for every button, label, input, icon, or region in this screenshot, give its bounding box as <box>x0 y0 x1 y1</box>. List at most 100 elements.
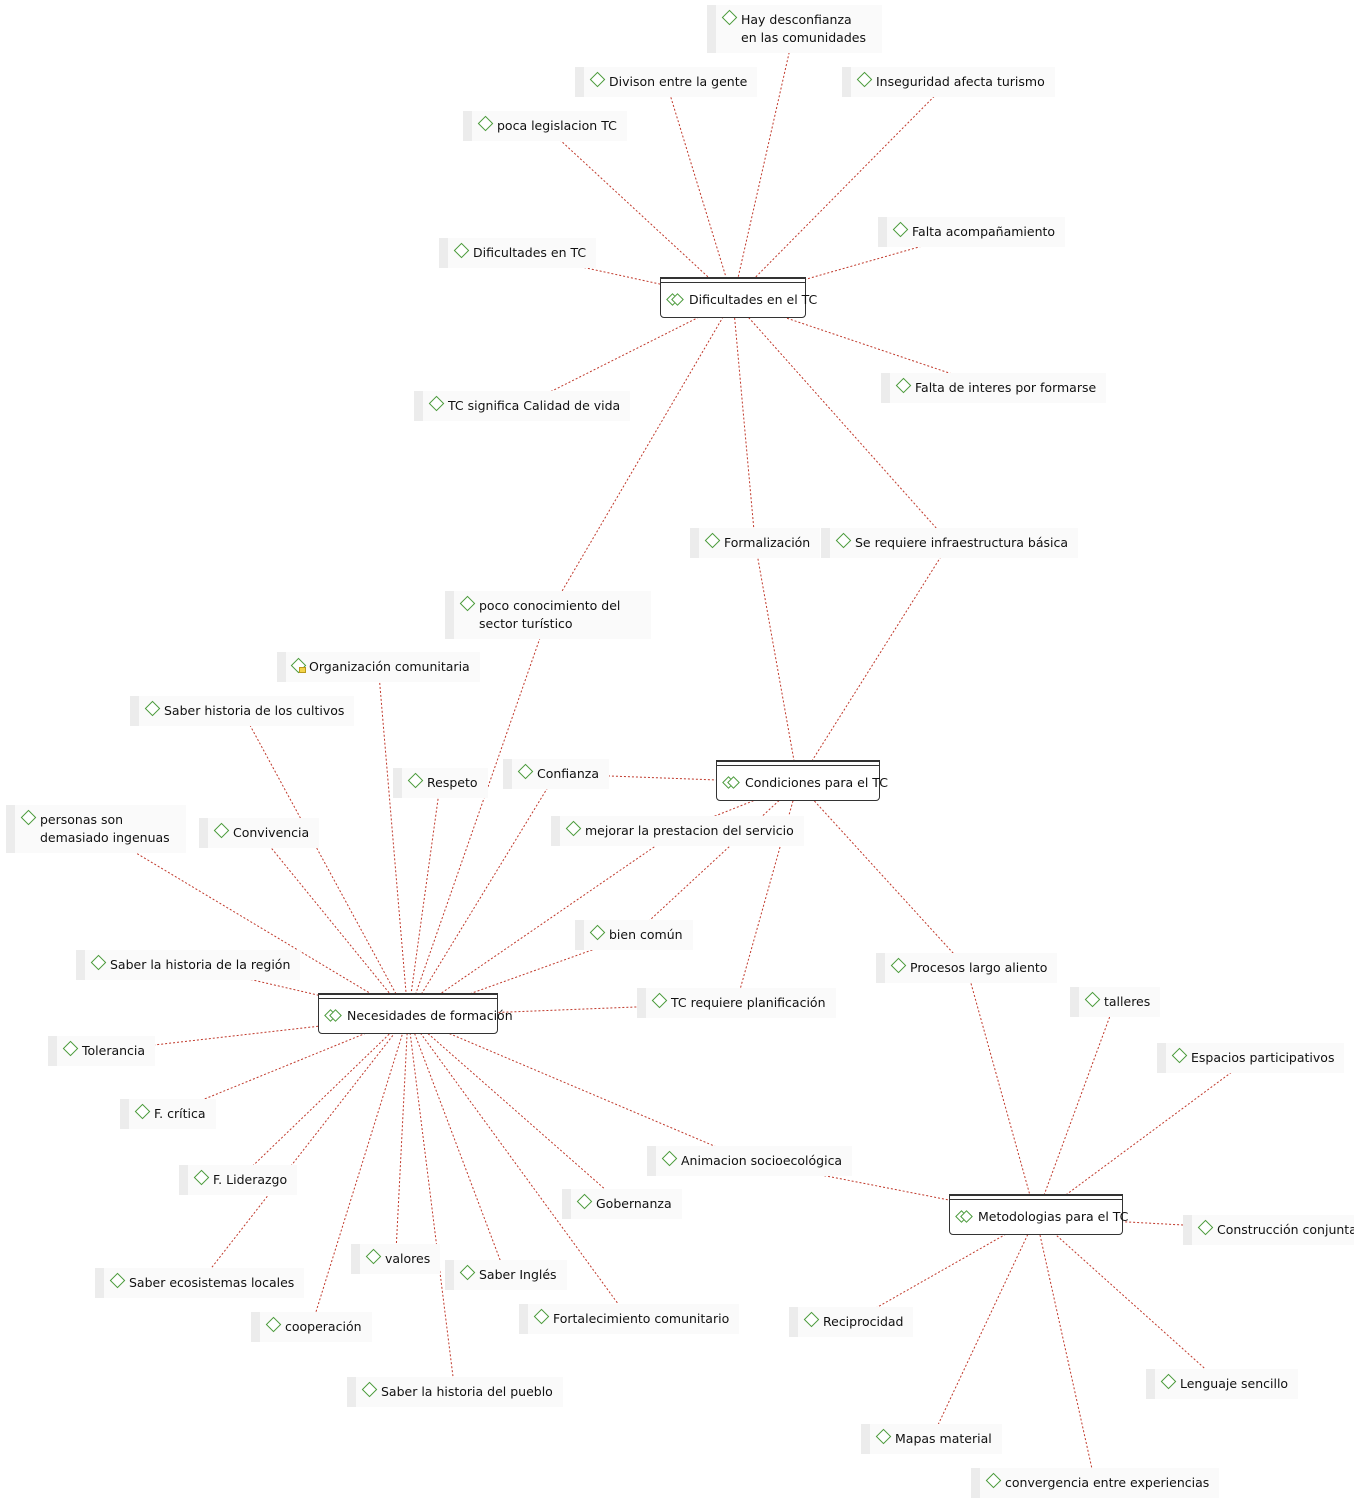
code-node[interactable]: Se requiere infraestructura básica <box>821 528 1079 558</box>
code-node[interactable]: Saber Inglés <box>445 1260 567 1290</box>
code-group-icon <box>722 776 741 789</box>
code-node[interactable]: Construcción conjunta <box>1183 1215 1354 1245</box>
code-node[interactable]: Divison entre la gente <box>575 67 758 97</box>
code-node[interactable]: Lenguaje sencillo <box>1146 1369 1299 1399</box>
code-node[interactable]: Respeto <box>393 768 488 798</box>
code-node[interactable]: Gobernanza <box>562 1189 682 1219</box>
code-node[interactable]: Saber la historia del pueblo <box>347 1377 563 1407</box>
link-line <box>797 782 968 969</box>
code-icon <box>533 1308 550 1325</box>
code-node[interactable]: convergencia entre experiencias <box>971 1468 1220 1498</box>
code-node[interactable]: valores <box>351 1244 441 1274</box>
code-node[interactable]: Convivencia <box>199 818 320 848</box>
code-node[interactable]: Espacios participativos <box>1157 1043 1345 1073</box>
code-node[interactable]: Falta de interes por formarse <box>881 373 1107 403</box>
code-icon <box>90 954 107 971</box>
code-icon <box>459 1264 476 1281</box>
code-icon <box>265 1316 282 1333</box>
link-line <box>407 1015 507 1276</box>
code-node[interactable]: Confianza <box>503 759 609 789</box>
link-line <box>547 299 734 616</box>
hub-dificultades[interactable]: Dificultades en el TC <box>660 282 817 318</box>
code-node[interactable]: mejorar la prestacion del servicio <box>551 816 804 846</box>
code-node[interactable]: Animacion socioecológica <box>647 1146 853 1176</box>
link-line <box>407 830 678 1017</box>
link-line <box>95 828 409 1017</box>
code-icon <box>193 1169 210 1186</box>
code-node[interactable]: TC significa Calidad de vida <box>414 391 631 421</box>
code-icon <box>62 1040 79 1057</box>
code-node[interactable]: TC requiere planificación <box>637 988 836 1018</box>
code-icon <box>803 1311 820 1328</box>
code-node[interactable]: bien común <box>575 920 693 950</box>
code-icon <box>428 395 445 412</box>
hub-label: Metodologias para el TC <box>978 1209 1129 1224</box>
link-line <box>544 125 734 301</box>
code-node[interactable]: poco conocimiento del sector turístico <box>445 591 651 639</box>
link-line <box>199 1015 409 1284</box>
link-line <box>1035 1216 1096 1484</box>
link-line <box>258 832 409 1017</box>
code-group-icon <box>324 1009 343 1022</box>
code-icon <box>835 532 852 549</box>
link-line <box>407 1015 456 1393</box>
code-icon <box>213 822 230 839</box>
link-line <box>732 81 949 301</box>
hub-metodologias[interactable]: Metodologias para el TC <box>949 1199 1128 1235</box>
link-line <box>665 81 734 301</box>
code-node[interactable]: Mapas material <box>861 1424 1002 1454</box>
code-node[interactable]: Procesos largo aliento <box>876 953 1058 983</box>
code-icon <box>589 924 606 941</box>
code-icon <box>477 115 494 132</box>
hub-condiciones[interactable]: Condiciones para el TC <box>716 765 888 801</box>
code-node[interactable]: talleres <box>1070 987 1161 1017</box>
link-line <box>407 782 441 1017</box>
code-node[interactable]: Hay desconfianza en las comunidades <box>707 5 882 53</box>
code-node[interactable]: Tolerancia <box>48 1036 156 1066</box>
link-line <box>1035 1216 1223 1385</box>
code-node[interactable]: Reciprocidad <box>789 1307 914 1337</box>
code-icon <box>134 1103 151 1120</box>
link-line <box>966 967 1037 1218</box>
code-node[interactable]: Inseguridad afecta turismo <box>842 67 1055 97</box>
code-icon <box>895 377 912 394</box>
link-line <box>407 773 557 1017</box>
code-icon <box>661 1150 678 1167</box>
code-icon <box>985 1472 1002 1489</box>
code-node[interactable]: Saber historia de los cultivos <box>130 696 355 726</box>
code-icon <box>517 763 534 780</box>
code-node[interactable]: Falta acompañamiento <box>878 217 1066 247</box>
code-node[interactable]: Organización comunitaria <box>277 652 480 682</box>
code-icon <box>890 957 907 974</box>
code-icon <box>144 700 161 717</box>
code-node[interactable]: Saber ecosistemas locales <box>95 1268 305 1298</box>
link-line <box>377 666 409 1017</box>
link-line <box>1035 1001 1116 1218</box>
link-line <box>754 542 799 784</box>
code-node[interactable]: Saber la historia de la región <box>76 950 301 980</box>
code-icon <box>875 1428 892 1445</box>
code-node[interactable]: cooperación <box>251 1312 372 1342</box>
link-line <box>407 614 549 1017</box>
code-node[interactable]: Dificultades en TC <box>439 238 597 268</box>
code-icon <box>1160 1373 1177 1390</box>
link-line <box>930 1216 1037 1440</box>
code-node[interactable]: personas son demasiado ingenuas <box>6 805 186 853</box>
link-line <box>407 1015 623 1205</box>
code-node[interactable]: Formalización <box>690 528 821 558</box>
link-line <box>633 782 799 936</box>
code-icon <box>20 809 37 826</box>
code-node[interactable]: poca legislacion TC <box>463 111 627 141</box>
code-node[interactable]: F. Liderazgo <box>179 1165 298 1195</box>
memo-icon <box>290 657 307 674</box>
code-icon <box>453 242 470 259</box>
code-icon <box>459 595 476 612</box>
code-icon <box>1171 1047 1188 1064</box>
code-icon <box>109 1272 126 1289</box>
link-line <box>407 1015 750 1162</box>
code-icon <box>1197 1219 1214 1236</box>
code-node[interactable]: Fortalecimiento comunitario <box>519 1304 740 1334</box>
link-line <box>407 1015 630 1320</box>
code-node[interactable]: F. crítica <box>120 1099 216 1129</box>
hub-necesidades[interactable]: Necesidades de formación <box>318 998 513 1034</box>
